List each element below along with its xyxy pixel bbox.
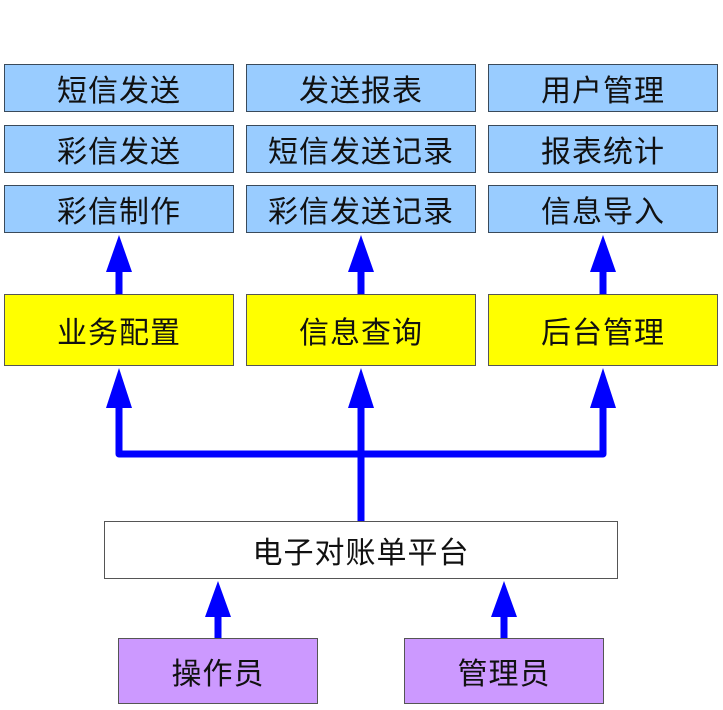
module-box: 后台管理 [488,294,718,366]
arrow-head [106,368,132,408]
module-box: 信息查询 [246,294,476,366]
function-box: 报表统计 [488,125,718,173]
module-box: 业务配置 [4,294,234,366]
function-box: 彩信制作 [4,185,234,233]
function-box: 短信发送记录 [246,125,476,173]
function-box: 用户管理 [488,64,718,112]
arrow-head [348,235,374,272]
user-box-admin: 管理员 [404,638,604,704]
function-box: 彩信发送记录 [246,185,476,233]
arrow-head [106,235,132,272]
arrow-head [348,368,374,408]
platform-box: 电子对账单平台 [104,521,618,579]
user-box-operator: 操作员 [118,638,318,704]
function-box: 短信发送 [4,64,234,112]
function-box: 信息导入 [488,185,718,233]
arrow-head [205,581,231,617]
arrow-head [590,368,616,408]
arrow-head [590,235,616,272]
function-box: 发送报表 [246,64,476,112]
function-box: 彩信发送 [4,125,234,173]
arrow-head [491,581,517,617]
